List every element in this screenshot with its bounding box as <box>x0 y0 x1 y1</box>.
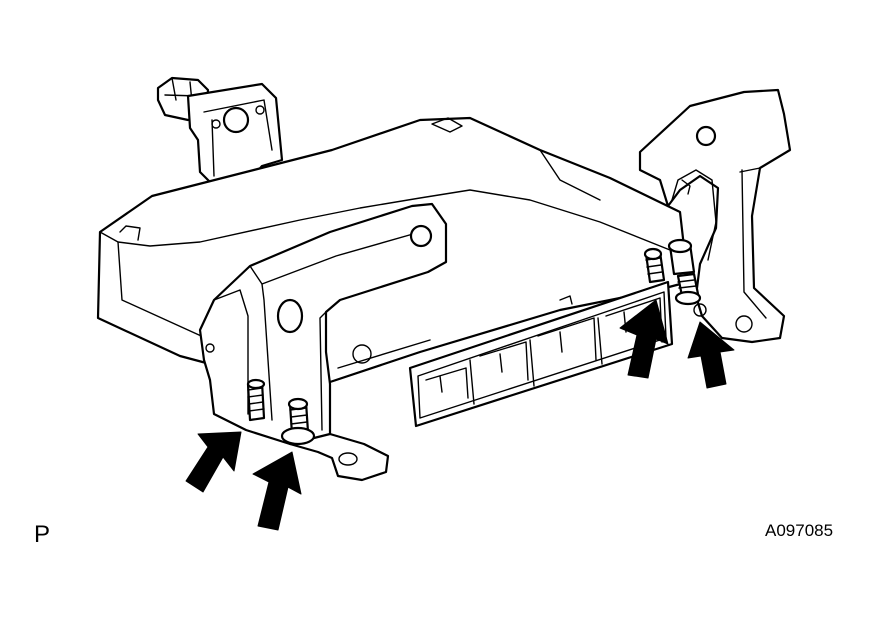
left-bolt-1 <box>246 378 266 422</box>
rear-bracket <box>186 82 284 188</box>
callout-arrow-right-2 <box>687 321 735 389</box>
bracket-slot-icon <box>276 298 304 334</box>
figure-id: A097085 <box>765 521 834 540</box>
left-bolt-2 <box>280 397 316 446</box>
housing-screw-icon <box>352 344 372 364</box>
right-bracket <box>638 88 792 344</box>
right-bracket-hole-icon <box>695 125 717 147</box>
right-bolt-2 <box>667 238 702 306</box>
callout-arrow-left-1 <box>185 431 242 493</box>
callout-arrow-left-2 <box>252 451 302 531</box>
view-label: P <box>34 521 51 548</box>
callout-arrow-right-1 <box>619 299 669 379</box>
bracket-hole-icon <box>409 224 433 248</box>
front-connector-block <box>408 280 674 428</box>
rear-bracket-hole-icon <box>222 106 250 134</box>
right-bolt-1 <box>643 247 666 284</box>
